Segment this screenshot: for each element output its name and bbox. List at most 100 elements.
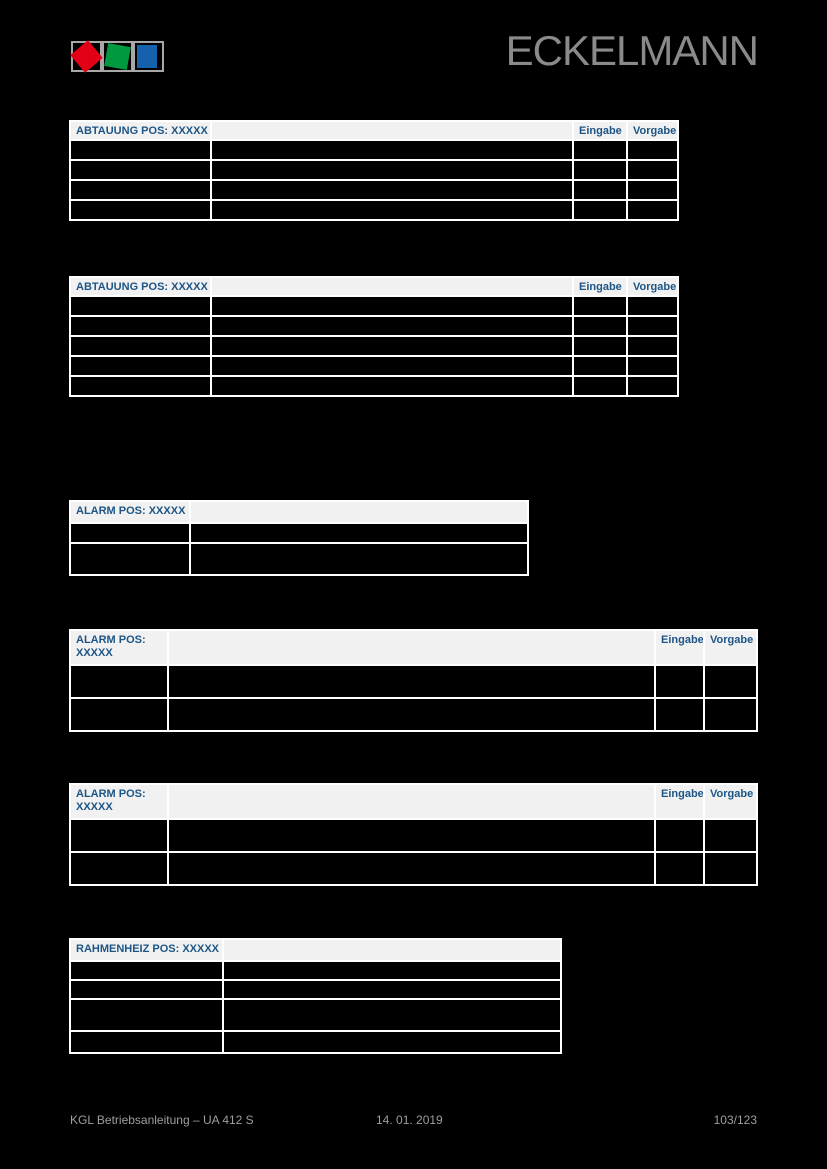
table-cell [189, 542, 529, 576]
table-row [69, 664, 758, 699]
table-row [69, 979, 562, 1000]
table-cell [69, 375, 212, 397]
table-cell [222, 998, 562, 1032]
table-alarm-3: ALARM POS: XXXXX Eingabe Vorgabe [69, 783, 758, 886]
table-body [69, 664, 758, 732]
table-cell [703, 664, 758, 699]
table-header-row: ALARM POS: XXXXX [69, 500, 529, 524]
table-title: RAHMENHEIZ POS: XXXXX [69, 938, 224, 962]
table-cell [167, 851, 656, 886]
table-body [69, 522, 529, 576]
table-body [69, 960, 562, 1054]
table-cell [69, 139, 212, 161]
table-cell [626, 375, 679, 397]
table-cell [572, 179, 628, 201]
table-cell [69, 998, 224, 1032]
table-cell [572, 355, 628, 377]
table-header-spacer [210, 120, 574, 141]
table-body [69, 295, 679, 397]
green-square-icon [104, 43, 131, 70]
table-cell [572, 295, 628, 317]
table-cell [69, 355, 212, 377]
table-cell [210, 199, 574, 221]
table-row [69, 522, 529, 544]
col-header-vorgabe: Vorgabe [703, 783, 758, 820]
table-row [69, 697, 758, 732]
table-cell [654, 851, 705, 886]
table-cell [654, 697, 705, 732]
table-cell [69, 295, 212, 317]
table-cell [69, 960, 224, 981]
table-header-row: ABTAUUNG POS: XXXXX Eingabe Vorgabe [69, 120, 679, 141]
footer-document-title: KGL Betriebsanleitung – UA 412 S [70, 1113, 254, 1127]
table-row [69, 315, 679, 337]
table-cell [572, 139, 628, 161]
table-header-spacer [189, 500, 529, 524]
table-header-spacer [210, 276, 574, 297]
table-abtauung-2: ABTAUUNG POS: XXXXX Eingabe Vorgabe [69, 276, 679, 397]
table-cell [703, 818, 758, 853]
table-cell [69, 335, 212, 357]
table-row [69, 542, 529, 576]
table-cell [626, 199, 679, 221]
col-header-vorgabe: Vorgabe [703, 629, 758, 666]
table-row [69, 335, 679, 357]
table-cell [210, 179, 574, 201]
table-cell [210, 159, 574, 181]
table-row [69, 159, 679, 181]
table-cell [626, 355, 679, 377]
table-cell [210, 295, 574, 317]
table-alarm-1: ALARM POS: XXXXX [69, 500, 529, 576]
table-cell [703, 697, 758, 732]
table-title: ALARM POS: XXXXX [69, 783, 169, 820]
table-cell [572, 375, 628, 397]
red-square-icon [70, 40, 103, 73]
table-cell [69, 179, 212, 201]
table-header-row: RAHMENHEIZ POS: XXXXX [69, 938, 562, 962]
col-header-vorgabe: Vorgabe [626, 276, 679, 297]
table-row [69, 355, 679, 377]
table-cell [572, 315, 628, 337]
table-cell [210, 315, 574, 337]
table-cell [626, 179, 679, 201]
table-cell [69, 199, 212, 221]
table-header-row: ALARM POS: XXXXX Eingabe Vorgabe [69, 629, 758, 666]
table-header-spacer [222, 938, 562, 962]
table-cell [69, 664, 169, 699]
blue-square-icon [136, 45, 157, 68]
table-cell [222, 979, 562, 1000]
logo-box-red [70, 40, 103, 73]
table-row [69, 179, 679, 201]
table-cell [626, 295, 679, 317]
table-cell [69, 542, 191, 576]
table-cell [69, 818, 169, 853]
table-cell [167, 664, 656, 699]
table-title: ALARM POS: XXXXX [69, 629, 169, 666]
table-cell [626, 159, 679, 181]
table-row [69, 960, 562, 981]
table-cell [222, 960, 562, 981]
table-title: ALARM POS: XXXXX [69, 500, 191, 524]
table-cell [210, 355, 574, 377]
table-header-row: ABTAUUNG POS: XXXXX Eingabe Vorgabe [69, 276, 679, 297]
table-header-row: ALARM POS: XXXXX Eingabe Vorgabe [69, 783, 758, 820]
table-cell [69, 315, 212, 337]
table-row [69, 851, 758, 886]
table-rahmenheiz: RAHMENHEIZ POS: XXXXX [69, 938, 562, 1054]
table-cell [69, 697, 169, 732]
table-row [69, 375, 679, 397]
col-header-eingabe: Eingabe [572, 120, 628, 141]
table-cell [703, 851, 758, 886]
table-cell [626, 315, 679, 337]
table-row [69, 818, 758, 853]
col-header-vorgabe: Vorgabe [626, 120, 679, 141]
logo-box-blue [133, 41, 164, 72]
table-cell [572, 335, 628, 357]
table-cell [626, 139, 679, 161]
table-cell [167, 697, 656, 732]
table-cell [69, 522, 191, 544]
footer-page-number: 103/123 [713, 1113, 757, 1127]
table-cell [654, 818, 705, 853]
eckelmann-logo [70, 40, 164, 73]
